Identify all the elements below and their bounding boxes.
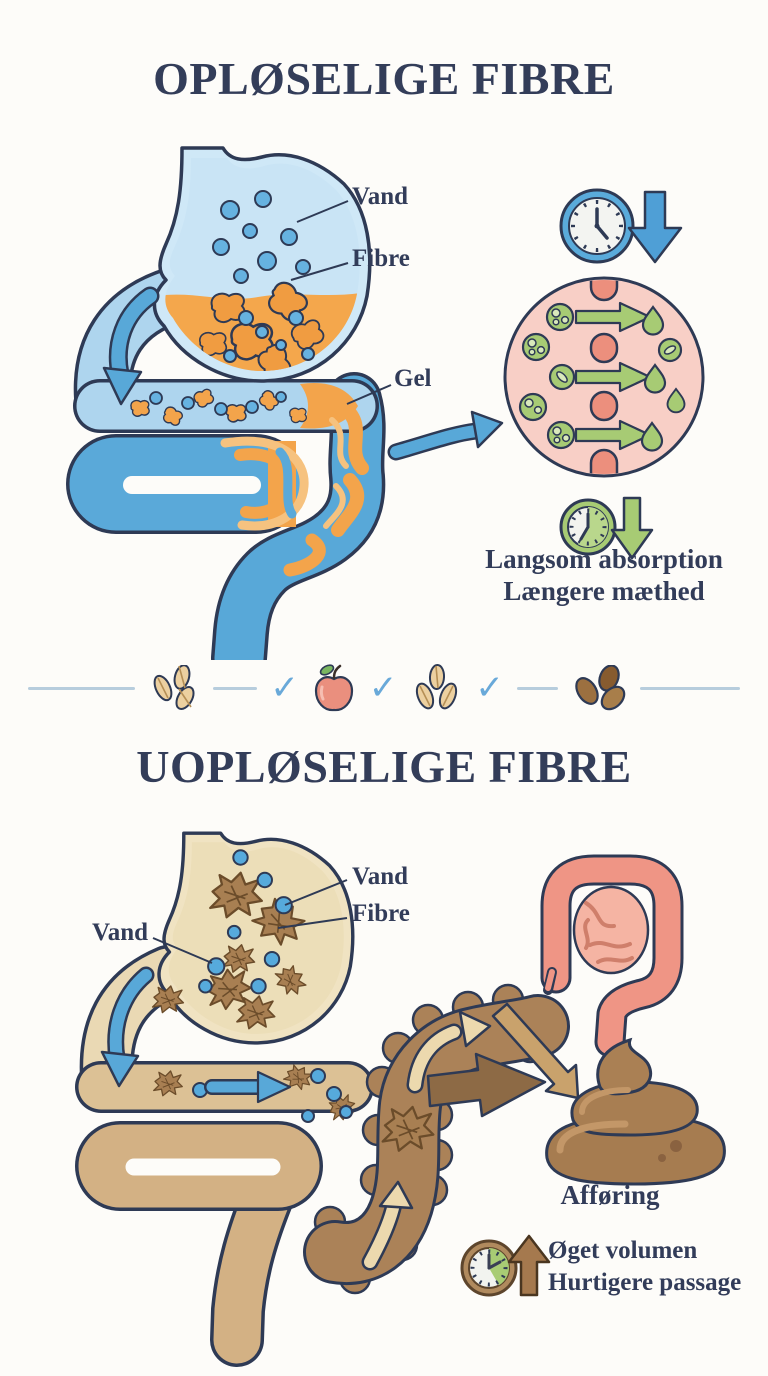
apple-icon — [314, 664, 353, 712]
serpentine-tube — [66, 434, 306, 534]
flow-arrow-icon — [100, 966, 155, 1088]
descending-tube — [210, 1168, 295, 1367]
up-arrow-icon — [507, 1234, 551, 1297]
title-soluble: OPLØSELIGE FIBRE — [153, 53, 615, 104]
title-insoluble: UOPLØSELIGE FIBRE — [136, 741, 632, 792]
poop-icon — [545, 1037, 726, 1186]
label-lines — [152, 879, 348, 964]
check-icon: ✓ — [475, 668, 504, 708]
label-fiber: Fibre — [352, 245, 410, 272]
oat-grains-icon — [416, 664, 458, 710]
tube-contents — [153, 1061, 360, 1125]
stomach-illustration — [152, 146, 372, 383]
serpentine-tube — [75, 1121, 323, 1211]
green-down-arrow-icon — [610, 496, 654, 560]
colon-flow-arrows — [361, 1010, 492, 1271]
soluble-fibre-illustration — [66, 146, 705, 660]
stomach-illustration — [157, 831, 355, 1045]
water-bubbles — [198, 849, 293, 995]
nutrient-droplets — [640, 305, 686, 452]
caption-increased-volume: Øget volumen — [548, 1237, 698, 1264]
tube-contents — [130, 387, 307, 429]
curved-arrow-icon — [387, 410, 504, 461]
stool-arrow-solid — [426, 1052, 547, 1118]
divider-line — [212, 686, 258, 690]
caption-longer-satiety: Længere mæthed — [503, 576, 705, 606]
water-bubbles — [212, 190, 315, 363]
seeds-icon — [575, 665, 626, 711]
check-icon: ✓ — [368, 668, 398, 708]
divider-line — [639, 686, 740, 690]
check-icon: ✓ — [270, 668, 299, 708]
intestine-icon — [540, 854, 684, 1058]
label-fiber: Fibre — [352, 900, 410, 927]
divider-line — [28, 686, 135, 690]
timer-icon — [460, 1239, 518, 1297]
flow-arrow-icon — [102, 286, 160, 406]
stool-arrow-outline — [491, 1002, 580, 1100]
label-water: Vand — [352, 183, 409, 210]
divider-line — [516, 686, 558, 690]
nutrient-particles — [518, 302, 576, 450]
label-water-top: Vand — [352, 863, 409, 890]
caption-faster-passage: Hurtigere passage — [548, 1269, 742, 1296]
label-gel: Gel — [394, 365, 432, 392]
insoluble-fibre-illustration — [75, 831, 726, 1367]
food-divider: ✓ ✓ ✓ — [0, 664, 768, 712]
small-intestine-squiggles — [583, 901, 634, 964]
caption-slow-absorption: Langsom absorption — [485, 544, 723, 574]
gel-swirl — [220, 382, 369, 577]
timer-icon — [559, 498, 617, 556]
clock-icon — [559, 188, 635, 264]
label-lines — [290, 200, 392, 405]
label-water-left: Vand — [92, 919, 149, 946]
oat-grains-icon — [153, 665, 195, 710]
membrane-segments — [589, 280, 619, 474]
colon-illustration — [303, 983, 570, 1295]
label-stool: Afføring — [560, 1180, 660, 1210]
down-arrow-icon — [627, 190, 683, 264]
absorption-circle — [503, 276, 705, 478]
